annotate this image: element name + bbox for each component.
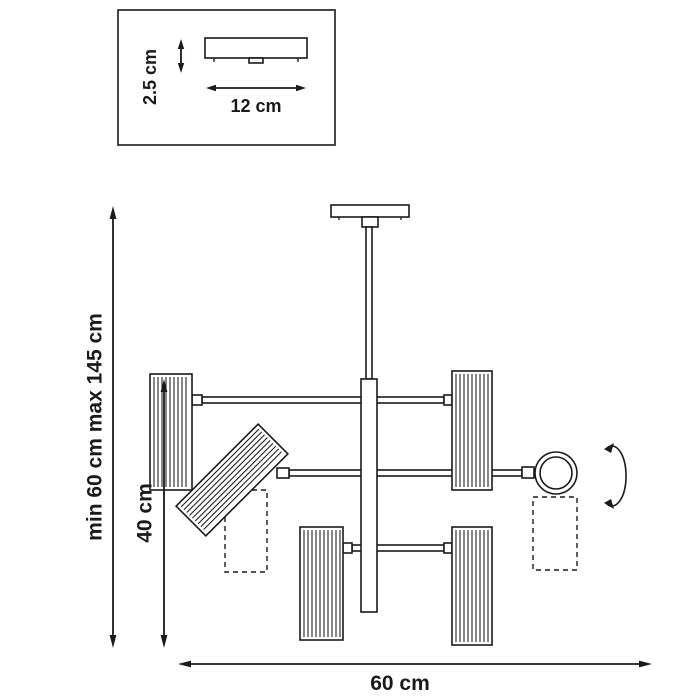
arrowhead-up-icon [177,39,185,49]
ceiling-mount [330,204,410,228]
rotation-arc [606,445,627,507]
inner-height-dimension [160,379,168,648]
cup-width-label: 12 cm [230,96,281,116]
arrowhead-right-icon [639,660,652,668]
rotation-arrow-icon [604,443,627,509]
shade-ribs [455,374,489,487]
width-dimension [178,660,652,668]
inner-height-label: 40 cm [134,483,157,543]
shade-ribs [303,530,341,637]
shade-ribs [153,377,187,487]
arm-connector [342,542,353,554]
shade-outer-ring [534,451,578,495]
overall-height-dimension [109,206,117,648]
stem-rod [365,226,373,380]
shade-ribs [180,428,282,530]
shade-ribs [455,530,489,642]
arrowhead-down-icon [604,499,614,509]
cup-height-label: 2.5 cm [140,49,160,105]
lampshade-tilted [175,423,289,537]
chandelier-drawing [149,204,627,646]
central-column [360,378,378,613]
cup-height-arrow-icon [177,39,185,73]
width-label: 60 cm [370,672,430,695]
ceiling-cup-side-view [204,37,308,64]
arm-top [201,396,445,404]
cup-plate [204,37,308,59]
arrowhead-up-icon [109,206,117,219]
arrowhead-up-icon [160,379,168,392]
arrowhead-down-icon [177,63,185,73]
lampshade-bottom-center [299,526,344,641]
arm-connector [191,394,203,406]
arrowhead-left-icon [178,660,191,668]
mount-neck [361,216,379,228]
shade-body [175,423,289,537]
arrowhead-up-icon [604,443,614,453]
mount-detail-box: 2.5 cm 12 cm [117,9,336,146]
arm-connector [521,466,535,479]
arm-connector [443,394,453,406]
arrowhead-down-icon [160,635,168,648]
detail-box-frame [117,9,336,146]
cup-nipple [248,57,264,64]
mount-plate [330,204,410,218]
lampshade-top-left [149,373,193,491]
ghost-shade-outline-right [532,496,578,571]
shade-body [299,526,344,641]
cup-width-arrow-icon [206,84,306,92]
lampshade-bottom-right [451,526,493,646]
arrowhead-down-icon [109,635,117,648]
arm-connector [443,542,453,554]
arrowhead-left-icon [206,84,216,92]
arrowhead-right-icon [296,84,306,92]
lampshade-top-right [451,370,493,491]
arm-connector [276,467,290,479]
lampshade-front-circle [534,451,578,495]
overall-height-label: min 60 cm max 145 cm [84,313,107,541]
shade-body [149,373,193,491]
shade-inner-ring [539,456,573,490]
